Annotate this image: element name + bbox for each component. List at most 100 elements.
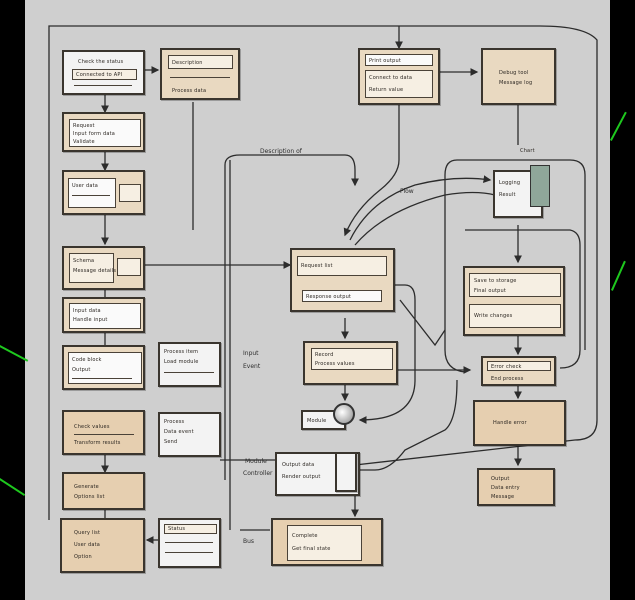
box-8-rule <box>74 434 134 435</box>
box-7-line-1: Code block <box>72 357 102 363</box>
box-16-field: Record Process values <box>311 348 393 370</box>
box-2-rule <box>170 77 230 78</box>
box-21-line-1: Logging <box>499 180 520 186</box>
box-4-field: User data <box>68 178 116 208</box>
diagram-canvas: Description of Flow Input Event Module C… <box>25 0 610 600</box>
box-12-line-2: Data event <box>164 429 194 435</box>
box-26-line-2: Data entry <box>491 485 520 491</box>
globe-icon <box>333 403 355 425</box>
box-19-line-2: Get final state <box>292 546 331 552</box>
box-18-line-1: Output data <box>282 462 314 468</box>
box-23-line-1: Save to storage <box>474 278 516 284</box>
box-14-field-2: Connect to data Return value <box>365 70 433 98</box>
flow-box-12[interactable]: Process Data event Send <box>158 412 221 457</box>
glow-line <box>610 112 627 141</box>
box-13-line-1: Status <box>168 526 185 532</box>
box-24-line-2: End process <box>491 376 524 382</box>
box-14-field: Print output <box>365 54 433 66</box>
box-23-field: Save to storage Final output <box>469 273 561 297</box>
box-1-field: Connected to API <box>72 69 137 80</box>
box-25-line-1: Handle error <box>493 420 527 426</box>
box-14-line-1: Print output <box>369 58 401 64</box>
box-4-line-1: User data <box>72 183 98 189</box>
box-9-line-2: Options list <box>74 494 105 500</box>
box-10-line-1: Query list <box>74 530 100 536</box>
box-15-field: Request list <box>297 256 387 276</box>
box-10-line-3: Option <box>74 554 92 560</box>
box-12-line-1: Process <box>164 419 184 425</box>
box-16-line-1: Record <box>315 352 333 358</box>
box-7-rule <box>72 378 132 379</box>
box-24-field: Error check <box>487 361 551 371</box>
box-5-line-2: Message details <box>73 268 116 274</box>
box-11-line-2: Load module <box>164 359 199 365</box>
box-6-field: Input data Handle input <box>69 303 141 329</box>
box-8-line-2: Transform results <box>74 440 121 446</box>
box-12-line-3: Send <box>164 439 177 445</box>
flow-box-23[interactable]: Save to storage Final output Write chang… <box>463 266 565 336</box>
box-14-line-3: Return value <box>369 87 403 93</box>
box-17-line-1: Module <box>307 418 326 424</box>
label-top-center: Description of <box>260 148 302 155</box>
flow-box-9[interactable]: Generate Options list <box>62 472 145 510</box>
glow-line <box>611 261 626 291</box>
flow-box-24[interactable]: Error check End process <box>481 356 556 386</box>
flow-box-16[interactable]: Record Process values <box>303 341 398 385</box>
box-1-rule <box>74 85 132 86</box>
box-5-line-1: Schema <box>73 258 94 264</box>
label-module: Module <box>245 458 267 465</box>
box-18-line-2: Render output <box>282 474 320 480</box>
flow-box-1[interactable]: Check the status Connected to API <box>62 50 145 95</box>
box-6-line-1: Input data <box>73 308 101 314</box>
flow-box-19[interactable]: Complete Get final state <box>271 518 383 566</box>
box-11-line-1: Process item <box>164 349 198 355</box>
box-10-line-2: User data <box>74 542 100 548</box>
box-14-line-2: Connect to data <box>369 75 412 81</box>
box-13-rule-2 <box>165 552 213 553</box>
flow-box-14[interactable]: Print output Connect to data Return valu… <box>358 48 440 105</box>
box-1-line-1: Check the status <box>78 59 123 65</box>
box-23-line-2: Final output <box>474 288 506 294</box>
flow-box-18-doc <box>335 452 357 492</box>
flow-box-6[interactable]: Input data Handle input <box>62 297 145 333</box>
label-flow: Flow <box>400 188 414 195</box>
box-3-line-3: Validate <box>73 139 95 145</box>
box-3-line-2: Input form data <box>73 131 115 137</box>
flow-box-4[interactable]: User data <box>62 170 145 215</box>
flow-box-26[interactable]: Output Data entry Message <box>477 468 555 506</box>
box-15-line-1: Request list <box>301 263 333 269</box>
chart-icon <box>530 165 550 207</box>
box-26-line-3: Message <box>491 494 514 500</box>
box-7-line-2: Output <box>72 367 91 373</box>
flow-box-11[interactable]: Process item Load module <box>158 342 221 387</box>
box-2-line-2: Process data <box>172 88 206 94</box>
flow-box-25[interactable]: Handle error <box>473 400 566 446</box>
box-19-line-1: Complete <box>292 533 318 539</box>
chart-label: Chart <box>520 148 535 154</box>
box-16-line-2: Process values <box>315 361 355 367</box>
flow-box-8[interactable]: Check values Transform results <box>62 410 145 455</box>
flow-box-5[interactable]: Schema Message details <box>62 246 145 290</box>
box-23-field-2: Write changes <box>469 304 561 328</box>
flow-box-15[interactable]: Request list Response output <box>290 248 395 312</box>
box-1-line-2: Connected to API <box>76 72 122 78</box>
box-13-rule <box>165 542 213 543</box>
box-26-line-1: Output <box>491 476 510 482</box>
box-11-rule <box>164 372 214 373</box>
box-15-field-2: Response output <box>302 290 382 302</box>
flow-box-20[interactable]: Debug tool Message log <box>481 48 556 105</box>
flow-box-2[interactable]: Description Process data <box>160 48 240 100</box>
label-event: Event <box>243 363 260 370</box>
box-20-line-1: Debug tool <box>499 70 529 76</box>
box-2-line-1: Description <box>172 60 203 66</box>
box-4-rule <box>72 195 110 196</box>
label-controller: Controller <box>243 470 273 477</box>
flow-box-13[interactable]: Status <box>158 518 221 568</box>
flow-box-10[interactable]: Query list User data Option <box>60 518 145 573</box>
box-6-line-2: Handle input <box>73 317 107 323</box>
box-8-line-1: Check values <box>74 424 110 430</box>
box-23-line-3: Write changes <box>474 313 512 319</box>
flow-box-7[interactable]: Code block Output <box>62 345 145 390</box>
flow-box-3[interactable]: Request Input form data Validate <box>62 112 145 152</box>
box-20-line-2: Message log <box>499 80 532 86</box>
